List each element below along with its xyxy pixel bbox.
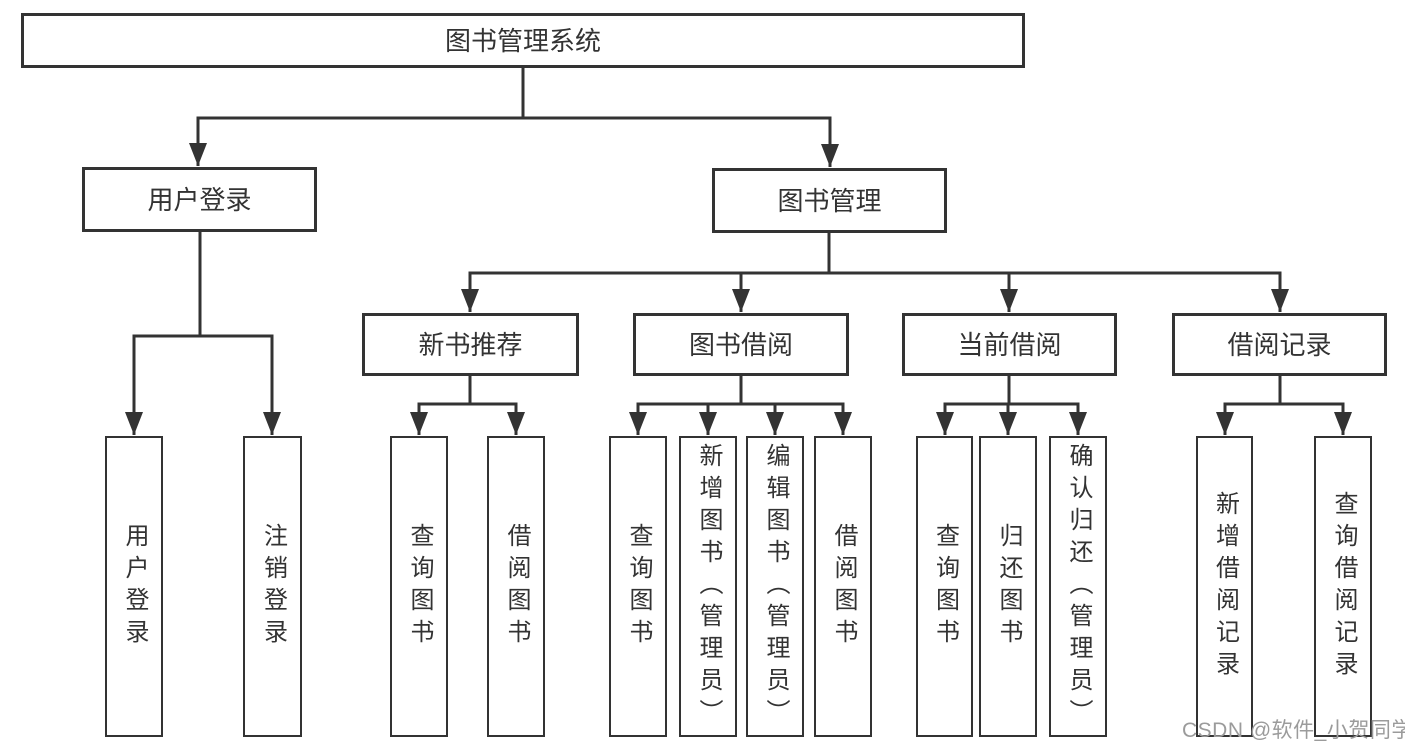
leaf-borrow-books-recommend: 借阅图书 <box>487 436 545 737</box>
leaf-query-books-current: 查询图书 <box>916 436 973 737</box>
leaf-query-borrow-record: 查询借阅记录 <box>1314 436 1372 737</box>
leaf-logout: 注销登录 <box>243 436 302 737</box>
leaf-query-books-borrow: 查询图书 <box>609 436 667 737</box>
csdn-watermark: CSDN @软件_小贺同学 <box>1182 719 1405 742</box>
node-new-book-recommendation: 新书推荐 <box>362 313 579 376</box>
node-root-system: 图书管理系统 <box>21 13 1025 68</box>
node-user-login: 用户登录 <box>82 167 317 232</box>
leaf-borrow-books: 借阅图书 <box>814 436 872 737</box>
leaf-return-book: 归还图书 <box>979 436 1037 737</box>
leaf-query-books-recommend: 查询图书 <box>390 436 448 737</box>
node-borrowing-records: 借阅记录 <box>1172 313 1387 376</box>
node-book-borrowing: 图书借阅 <box>633 313 849 376</box>
leaf-confirm-return-admin: 确认归还（管理员） <box>1049 436 1107 737</box>
leaf-user-login: 用户登录 <box>105 436 163 737</box>
leaf-edit-book-admin: 编辑图书（管理员） <box>746 436 804 737</box>
node-current-borrowing: 当前借阅 <box>902 313 1117 376</box>
leaf-add-book-admin: 新增图书（管理员） <box>679 436 737 737</box>
leaf-add-borrow-record: 新增借阅记录 <box>1196 436 1253 737</box>
node-book-management: 图书管理 <box>712 168 947 233</box>
